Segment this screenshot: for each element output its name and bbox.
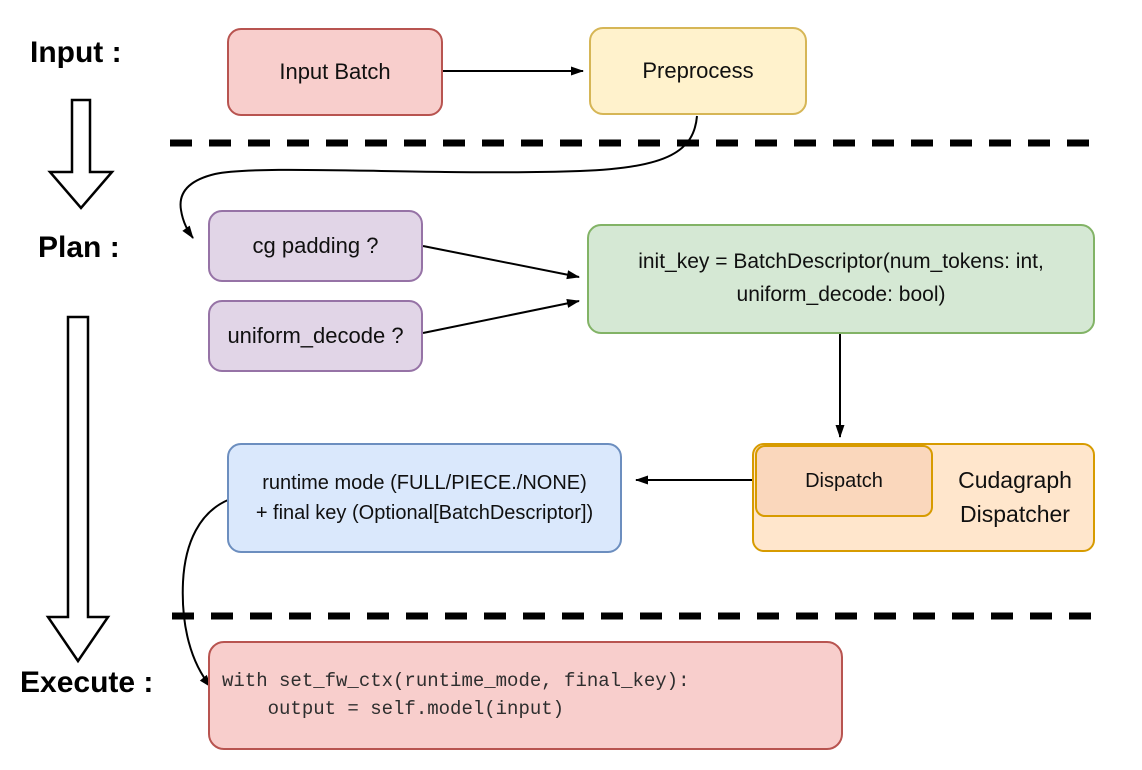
uniform-decode-label: uniform_decode ?	[227, 323, 404, 349]
curve-runtime-mode-to-execute-code	[181, 499, 229, 688]
cudagraph-dispatcher-line1: Cudagraph	[958, 467, 1072, 494]
cg-padding-label: cg padding ?	[252, 233, 379, 259]
preprocess-node: Preprocess	[589, 27, 807, 115]
uniform-decode-node: uniform_decode ?	[208, 300, 423, 372]
dispatch-node: Dispatch	[755, 445, 933, 517]
init-key-line1: init_key = BatchDescriptor(num_tokens: i…	[638, 250, 1044, 274]
runtime-mode-node: runtime mode (FULL/PIECE./NONE) + final …	[227, 443, 622, 553]
execute-code-line2: output = self.model(input)	[222, 697, 565, 720]
stage-arrow-input-to-plan	[47, 98, 115, 210]
preprocess-label: Preprocess	[642, 58, 754, 84]
init-key-line2: uniform_decode: bool)	[736, 283, 946, 306]
runtime-mode-line1: runtime mode (FULL/PIECE./NONE)	[262, 472, 587, 494]
plan-stage-label: Plan :	[38, 231, 120, 264]
input-batch-node: Input Batch	[227, 28, 443, 116]
init-key-node: init_key = BatchDescriptor(num_tokens: i…	[587, 224, 1095, 334]
input-batch-label: Input Batch	[279, 59, 391, 85]
execute-code-line1: with set_fw_ctx(runtime_mode, final_key)…	[222, 669, 690, 692]
stage-arrow-plan-to-execute	[45, 315, 111, 664]
dispatch-label: Dispatch	[805, 469, 883, 492]
arrow-cg-padding-to-init-key	[422, 245, 580, 280]
arrow-uniform-decode-to-init-key	[422, 299, 580, 334]
cudagraph-dispatcher-line2: Dispatcher	[960, 500, 1070, 527]
input-stage-label: Input :	[30, 36, 122, 69]
execute-stage-label: Execute :	[20, 666, 154, 699]
runtime-mode-line2: + final key (Optional[BatchDescriptor])	[255, 502, 594, 524]
execute-code-node: with set_fw_ctx(runtime_mode, final_key)…	[208, 641, 843, 750]
cudagraph-dispatcher-label: Cudagraph Dispatcher	[936, 445, 1094, 550]
cg-padding-node: cg padding ?	[208, 210, 423, 282]
curve-preprocess-to-plan	[179, 115, 698, 239]
